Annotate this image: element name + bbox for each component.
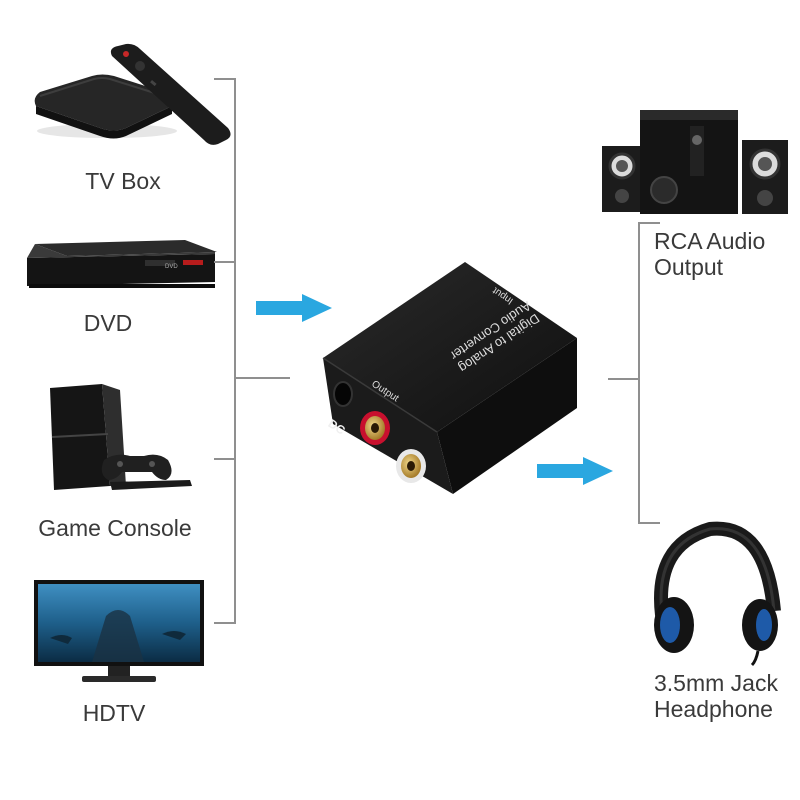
output-arrow-icon	[537, 457, 613, 485]
dvd-player-icon: DVD	[27, 240, 217, 288]
source-label-game-console: Game Console	[38, 515, 192, 541]
output-label-rca-line-2: Output	[654, 254, 724, 280]
left-bracket-tick-1	[214, 78, 236, 80]
tv-box-icon	[34, 43, 231, 145]
output-label-headphone-line-2: Headphone	[654, 696, 773, 722]
right-bracket-vertical	[638, 222, 640, 524]
headphone-icon	[654, 521, 781, 667]
left-bracket-tick-4	[214, 622, 236, 624]
output-label-headphone-line-1: 3.5mm Jack	[654, 670, 778, 696]
left-bracket-vertical	[234, 78, 236, 623]
converter-device	[322, 262, 577, 494]
output-label-rca-line-1: RCA Audio	[654, 228, 766, 254]
game-console-icon	[50, 384, 192, 490]
hdtv-icon	[34, 580, 204, 682]
speakers-icon	[602, 110, 788, 214]
right-bracket-tick-bottom	[638, 522, 660, 524]
right-bracket-center	[608, 378, 640, 380]
right-bracket-tick-top	[638, 222, 660, 224]
source-label-hdtv: HDTV	[82, 700, 146, 726]
left-bracket-center	[234, 377, 290, 379]
output-label-headphone: 3.5mm Jack Headphone	[654, 670, 778, 722]
left-bracket-tick-3	[214, 458, 236, 460]
output-label-rca: RCA Audio Output	[654, 228, 765, 280]
input-arrow-icon	[256, 294, 332, 322]
svg-text:DVD: DVD	[165, 264, 178, 270]
source-label-tv-box: TV Box	[85, 168, 161, 194]
left-bracket-tick-2	[214, 261, 236, 263]
source-label-dvd: DVD	[83, 310, 133, 336]
